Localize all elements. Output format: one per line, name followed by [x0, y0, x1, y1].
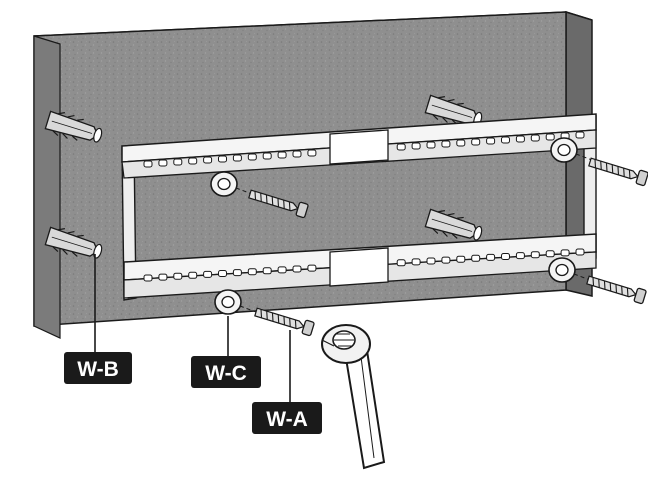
bracket-slot: [292, 150, 302, 158]
label-badge: [191, 356, 261, 388]
washer-icon: [548, 257, 576, 283]
bracket-slot: [530, 134, 540, 142]
bracket-slot: [307, 264, 317, 272]
guide-lines: [235, 153, 593, 313]
bracket-slots-top: [143, 131, 585, 168]
lag-bolt-icon: [585, 272, 648, 305]
bracket-slot: [501, 253, 510, 260]
bracket-slot: [575, 248, 585, 256]
bracket-slot: [203, 270, 213, 278]
bracket-slot: [486, 253, 496, 261]
bracket-slot: [218, 155, 227, 163]
bracket-slot: [441, 140, 451, 148]
bracket-slot: [232, 154, 242, 162]
bracket-slot: [411, 142, 421, 150]
lag-bolt-icon: [587, 154, 648, 187]
washer-icon: [214, 289, 242, 315]
bracket-slot: [143, 160, 153, 168]
bracket-slot: [515, 252, 525, 260]
bracket-slot: [471, 254, 481, 262]
label-w-c: W-C: [205, 362, 247, 385]
label-w-b: W-B: [77, 358, 119, 381]
bracket-slot: [307, 149, 317, 157]
bracket-slot: [158, 159, 168, 167]
bracket-slot: [515, 135, 525, 143]
bracket-slot: [173, 272, 183, 280]
callout-w-b: W-B: [64, 352, 132, 384]
label-badge: [64, 352, 132, 384]
bracket-slot: [396, 143, 406, 151]
bracket-slot: [277, 266, 287, 274]
callout-w-c: W-C: [191, 356, 261, 388]
bracket-slots-bottom: [143, 248, 585, 282]
bracket-slot: [501, 136, 510, 144]
bracket-slot: [218, 270, 227, 277]
bracket-slot: [530, 251, 540, 259]
bracket-slot: [262, 152, 272, 160]
mounting-bracket: [121, 113, 597, 301]
bracket-slot: [575, 131, 585, 139]
bracket-slot: [203, 156, 213, 164]
leader-lines: [94, 254, 291, 402]
bracket-slot: [232, 269, 242, 277]
bracket-slot: [292, 265, 302, 273]
bracket-slot: [441, 256, 451, 264]
bracket-slot: [411, 258, 421, 266]
bracket-slot: [247, 268, 257, 276]
bracket-slot: [188, 157, 198, 165]
bracket-slot: [545, 250, 555, 258]
wall-block: [33, 10, 593, 339]
bracket-slot: [545, 133, 555, 141]
bracket-slot: [426, 257, 436, 265]
label-w-a: W-A: [266, 408, 308, 431]
bracket-slot: [426, 141, 436, 149]
bracket-slot: [158, 273, 168, 281]
bracket-slot: [456, 139, 466, 147]
callout-w-a: W-A: [252, 402, 322, 434]
washer-icon: [210, 171, 238, 197]
bracket-slot: [262, 267, 272, 275]
washer-icon: [550, 137, 578, 163]
bracket-slot: [471, 138, 481, 146]
bracket-slot: [560, 249, 570, 257]
bracket-slot: [173, 158, 183, 166]
label-badge: [252, 402, 322, 434]
lag-bolt-icon: [253, 304, 316, 337]
bracket-slot: [456, 255, 466, 263]
bracket-slot: [247, 153, 257, 161]
bracket-slot: [277, 151, 287, 159]
bracket-slot: [396, 259, 406, 267]
bracket-slot: [188, 271, 198, 279]
ratchet-wrench-icon: [321, 324, 386, 470]
bracket-slot: [486, 137, 496, 145]
bracket-slot: [143, 274, 153, 282]
